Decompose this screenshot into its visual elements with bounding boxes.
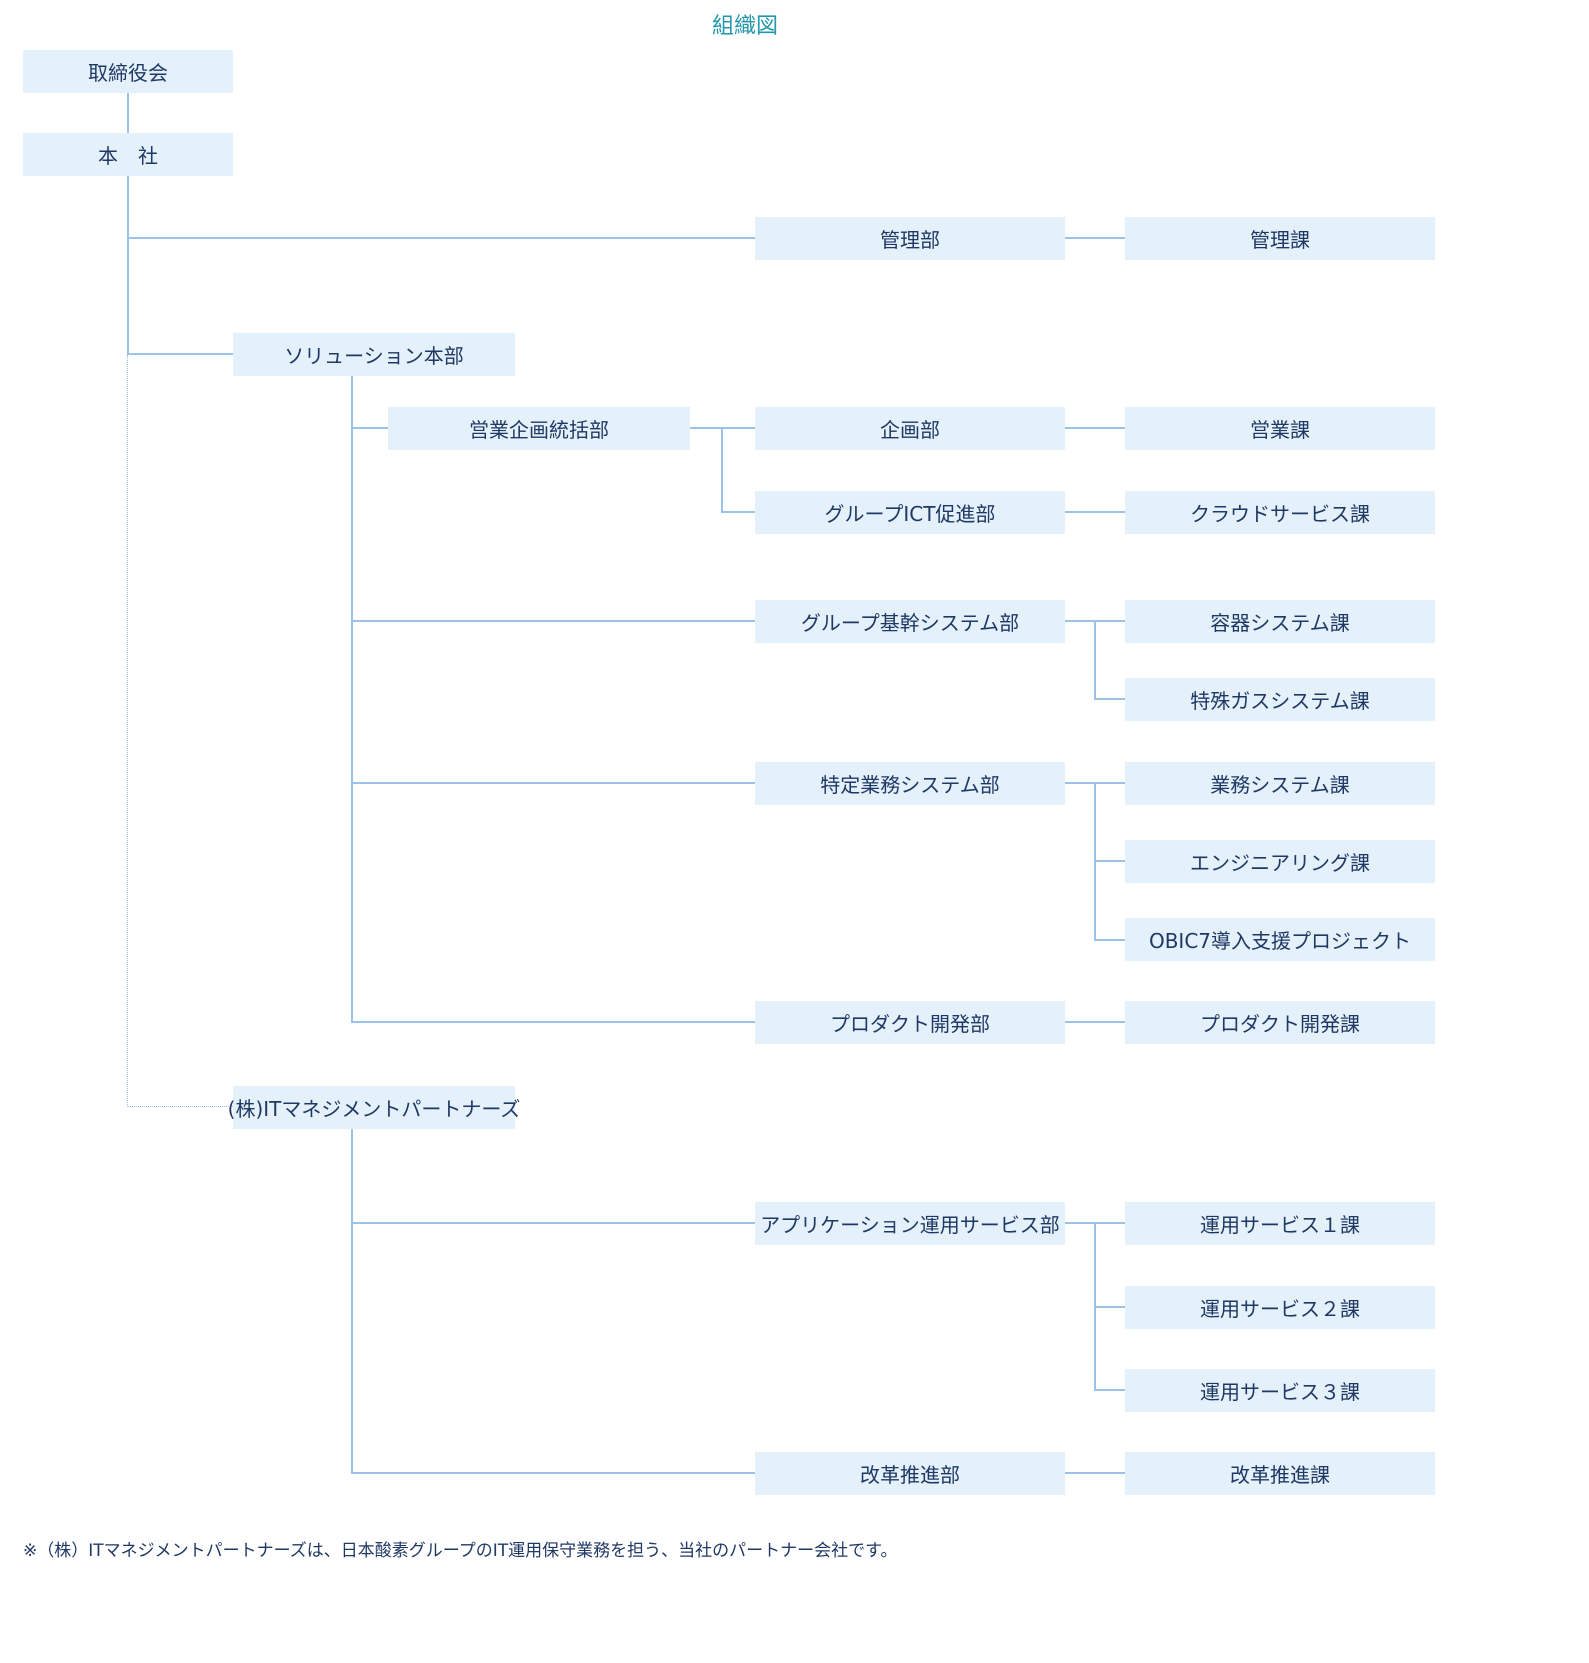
connector-line	[1065, 1021, 1125, 1023]
connector-line	[352, 1222, 755, 1224]
connector-line	[352, 782, 755, 784]
connector-line	[127, 93, 129, 133]
connector-line	[1065, 237, 1125, 239]
connector-line	[1095, 1306, 1125, 1308]
org-node-product-dev-dept: プロダクト開発部	[755, 1001, 1065, 1044]
connector-line	[352, 1021, 755, 1023]
org-node-sales-planning-dept: 営業企画統括部	[388, 407, 690, 450]
org-node-group-ict-dept: グループICT促進部	[755, 491, 1065, 534]
connector-line	[721, 427, 723, 513]
org-node-ops-service-1: 運用サービス１課	[1125, 1202, 1435, 1245]
connector-line	[352, 1472, 755, 1474]
connector-line	[1094, 620, 1096, 700]
connector-line	[1095, 939, 1125, 941]
org-node-special-gas-system-section: 特殊ガスシステム課	[1125, 678, 1435, 721]
connector-line	[128, 353, 233, 355]
org-node-reform-promotion-section: 改革推進課	[1125, 1452, 1435, 1495]
connector-line	[1095, 698, 1125, 700]
org-node-admin-section: 管理課	[1125, 217, 1435, 260]
org-node-product-dev-section: プロダクト開発課	[1125, 1001, 1435, 1044]
org-node-board: 取締役会	[23, 50, 233, 93]
connector-line	[1065, 1472, 1125, 1474]
org-node-itmp: (株)ITマネジメントパートナーズ	[228, 1086, 520, 1129]
connector-line	[352, 427, 388, 429]
connector-line	[127, 176, 129, 355]
connector-line	[351, 376, 353, 1023]
org-node-obic7-project: OBIC7導入支援プロジェクト	[1125, 918, 1435, 961]
org-node-container-system-section: 容器システム課	[1125, 600, 1435, 643]
org-node-cloud-service-section: クラウドサービス課	[1125, 491, 1435, 534]
org-node-business-system-section: 業務システム課	[1125, 762, 1435, 805]
footnote: ※（株）ITマネジメントパートナーズは、日本酸素グループのIT運用保守業務を担う…	[23, 1541, 898, 1561]
page-title: 組織図	[711, 14, 778, 39]
org-node-group-core-system-dept: グループ基幹システム部	[755, 600, 1065, 643]
connector-line	[351, 1129, 353, 1474]
connector-line	[1065, 511, 1125, 513]
org-node-ops-service-3: 運用サービス３課	[1125, 1369, 1435, 1412]
org-node-solution-hq: ソリューション本部	[233, 333, 515, 376]
org-node-engineering-section: エンジニアリング課	[1125, 840, 1435, 883]
org-node-ops-service-2: 運用サービス２課	[1125, 1286, 1435, 1329]
connector-line	[352, 620, 755, 622]
org-node-specific-business-system-dept: 特定業務システム部	[755, 762, 1065, 805]
connector-line	[1065, 427, 1125, 429]
org-node-planning-dept: 企画部	[755, 407, 1065, 450]
connector-line-dotted	[128, 1106, 233, 1107]
org-node-sales-section: 営業課	[1125, 407, 1435, 450]
connector-line	[1095, 1389, 1125, 1391]
org-node-admin-dept: 管理部	[755, 217, 1065, 260]
connector-line	[128, 237, 755, 239]
connector-line-dotted	[127, 355, 128, 1107]
org-node-app-ops-service-dept: アプリケーション運用サービス部	[755, 1202, 1065, 1245]
org-node-reform-promotion-dept: 改革推進部	[755, 1452, 1065, 1495]
org-node-head-office: 本 社	[23, 133, 233, 176]
connector-line	[1095, 860, 1125, 862]
connector-line	[722, 511, 755, 513]
